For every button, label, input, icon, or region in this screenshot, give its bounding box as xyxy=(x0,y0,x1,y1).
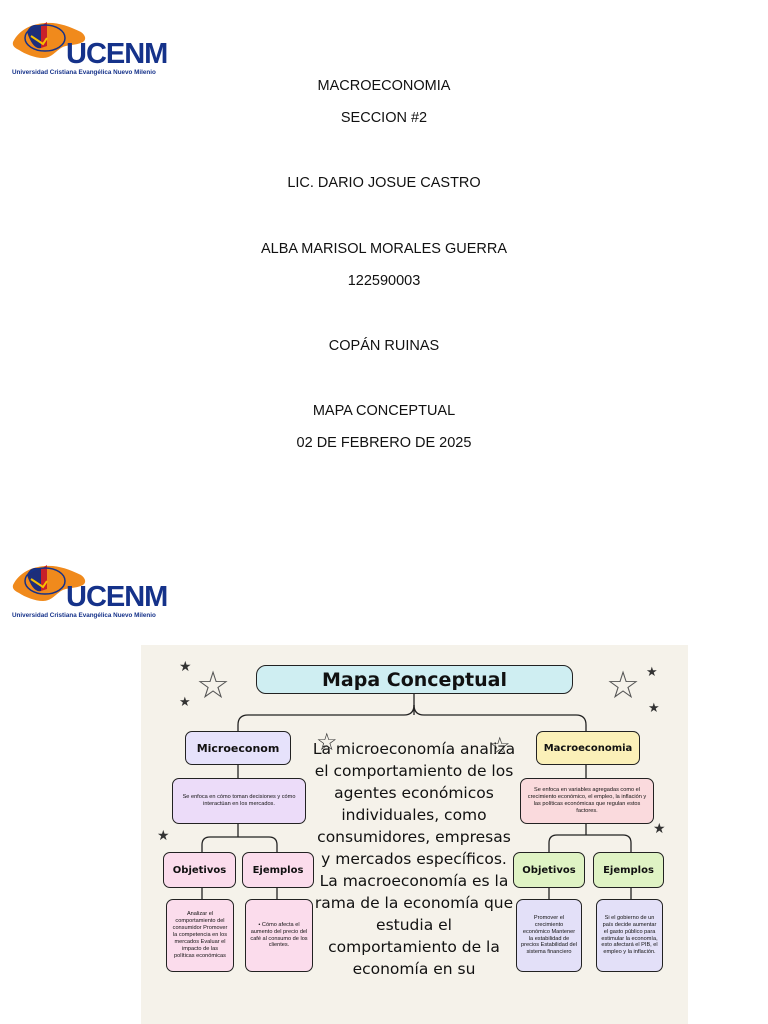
student-id: 122590003 xyxy=(347,273,421,289)
star-icon: ☆ xyxy=(489,733,511,760)
star-icon: ★ xyxy=(179,694,191,709)
micro-examples-text-box: • Cómo afecta el aumento del precio del … xyxy=(245,899,313,972)
concept-map-image: Mapa Conceptual Microeconom Se enfoca en… xyxy=(141,645,688,1024)
macro-examples-label: Ejemplos xyxy=(603,864,654,876)
star-icon: ☆ xyxy=(316,729,338,756)
university-logo-2: UCENM Universidad Cristiana Evangélica N… xyxy=(11,561,171,623)
assignment-title: MAPA CONCEPTUAL xyxy=(312,403,456,419)
honduras-map-icon xyxy=(12,22,86,58)
star-icon: ★ xyxy=(653,820,666,836)
student-name: ALBA MARISOL MORALES GUERRA xyxy=(260,241,508,257)
map-title: Mapa Conceptual xyxy=(322,668,507,691)
star-icon: ★ xyxy=(648,700,660,715)
macro-objectives-box: Objetivos xyxy=(513,852,585,888)
logo-subtitle: Universidad Cristiana Evangélica Nuevo M… xyxy=(12,612,156,619)
star-icon: ☆ xyxy=(196,665,231,707)
micro-heading: Microeconom xyxy=(196,741,280,755)
macro-heading-box: Macroeconomia xyxy=(536,731,640,765)
micro-objectives-box: Objetivos xyxy=(163,852,236,888)
micro-objectives-text-box: Analizar el comportamiento del consumido… xyxy=(166,899,234,972)
micro-description: Se enfoca en cómo toman decisiones y cóm… xyxy=(182,794,296,807)
micro-examples-box: Ejemplos xyxy=(242,852,314,888)
micro-description-box: Se enfoca en cómo toman decisiones y cóm… xyxy=(172,778,306,824)
macro-examples-text: Si el gobierno de un país decide aumenta… xyxy=(601,914,658,956)
micro-examples-text: • Cómo afecta el aumento del precio del … xyxy=(250,921,308,949)
section: SECCION #2 xyxy=(340,110,428,126)
star-icon: ★ xyxy=(179,658,192,674)
macro-objectives-text: Promover el crecimiento económico Manten… xyxy=(521,914,577,956)
micro-examples-label: Ejemplos xyxy=(252,864,304,876)
map-title-box: Mapa Conceptual xyxy=(256,665,573,694)
connector-lines xyxy=(201,694,632,899)
macro-examples-text-box: Si el gobierno de un país decide aumenta… xyxy=(596,899,663,972)
macro-heading: Macroeconomia xyxy=(543,742,633,754)
logo-subtitle: Universidad Cristiana Evangélica Nuevo M… xyxy=(12,69,156,76)
micro-heading-box: Microeconom xyxy=(185,731,291,765)
university-logo: UCENM Universidad Cristiana Evangélica N… xyxy=(11,18,171,80)
city: COPÁN RUINAS xyxy=(328,338,440,354)
course-name: MACROECONOMIA xyxy=(317,78,451,94)
micro-objectives-text: Analizar el comportamiento del consumido… xyxy=(172,911,228,959)
date: 02 DE FEBRERO DE 2025 xyxy=(296,435,472,451)
macro-examples-box: Ejemplos xyxy=(593,852,664,888)
micro-objectives-label: Objetivos xyxy=(172,864,227,876)
macro-objectives-label: Objetivos xyxy=(522,864,576,876)
macro-description: Se enfoca en variables agregadas como el… xyxy=(527,787,647,814)
logo-wordmark: UCENM xyxy=(66,581,168,613)
macro-description-box: Se enfoca en variables agregadas como el… xyxy=(520,778,654,824)
honduras-map-icon xyxy=(12,565,86,601)
center-paragraph: La microeconomía analiza el comportamien… xyxy=(312,740,516,978)
logo-wordmark: UCENM xyxy=(66,38,168,70)
teacher-name: LIC. DARIO JOSUE CASTRO xyxy=(287,175,481,191)
macro-objectives-text-box: Promover el crecimiento económico Manten… xyxy=(516,899,582,972)
star-icon: ★ xyxy=(646,664,658,679)
star-icon: ★ xyxy=(157,827,170,843)
star-icon: ☆ xyxy=(606,665,641,707)
